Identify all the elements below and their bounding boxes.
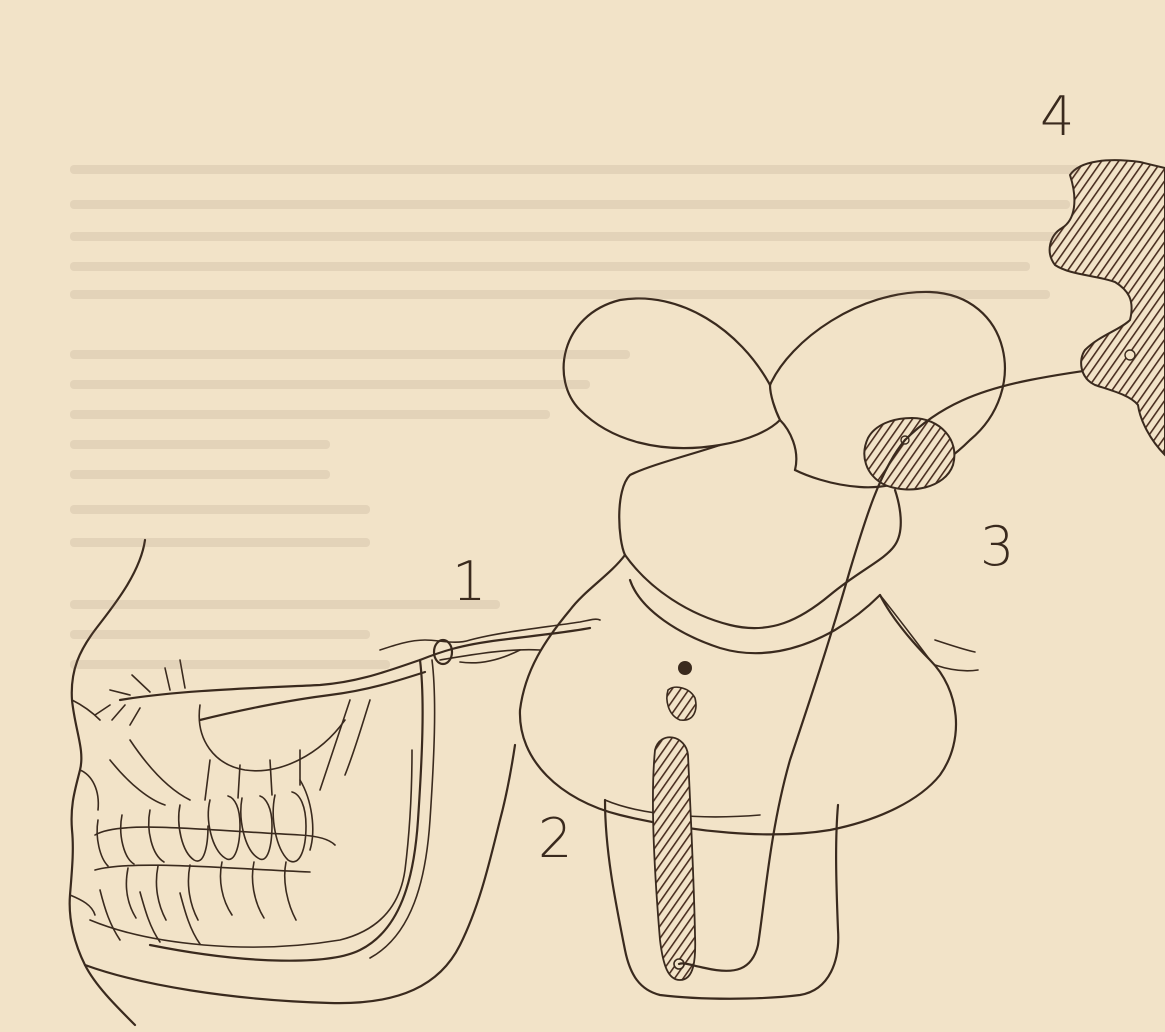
label-1: 1	[452, 555, 486, 609]
teeth	[95, 740, 335, 944]
label-3: 3	[980, 520, 1014, 574]
brain-outline	[460, 292, 1005, 999]
label-4: 4	[1040, 90, 1074, 144]
label-2: 2	[538, 812, 572, 866]
trigeminal-nerve-branches	[95, 619, 600, 961]
sensory-nuclei	[653, 418, 954, 980]
face-profile	[70, 540, 145, 1025]
